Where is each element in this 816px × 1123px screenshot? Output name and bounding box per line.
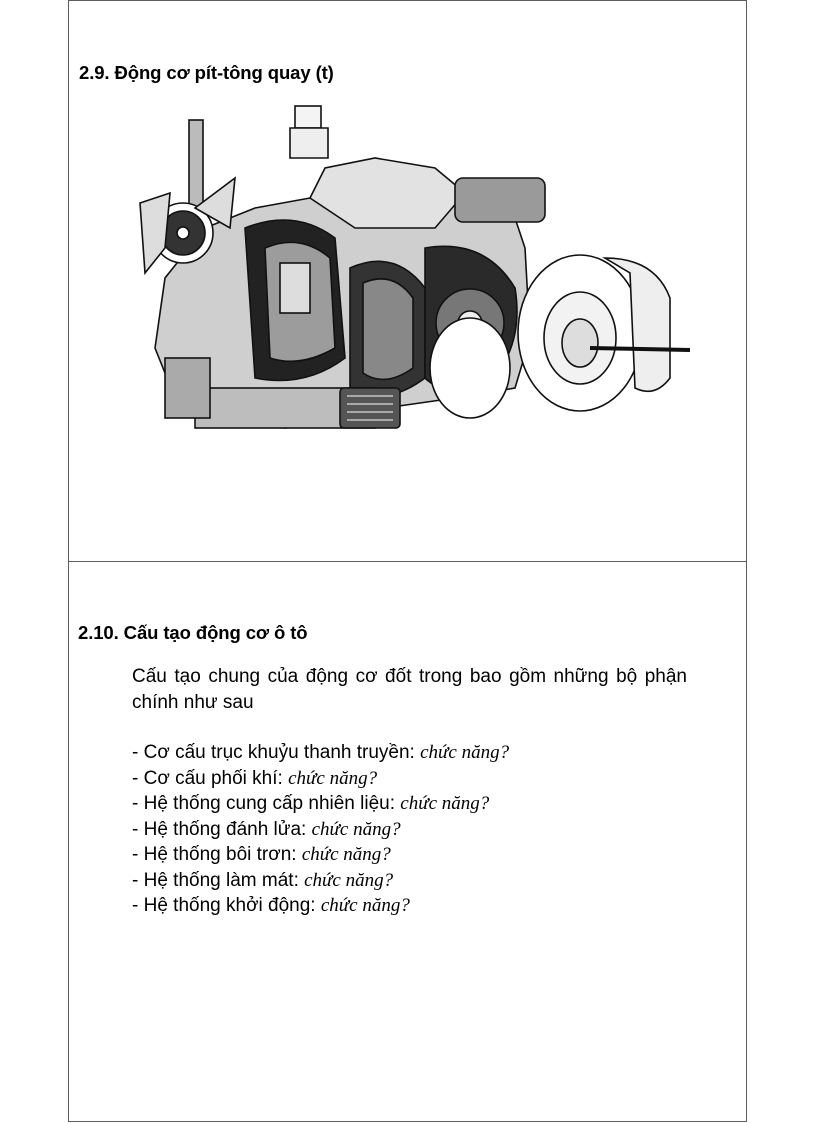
rotary-engine-cutaway-icon (139, 105, 690, 429)
item-label: - Hệ thống bôi trơn: (132, 844, 302, 865)
list-item: - Hệ thống cung cấp nhiên liệu: chức năn… (132, 791, 509, 817)
component-list: - Cơ cấu trục khuỷu thanh truyền: chức n… (132, 740, 509, 919)
list-item: - Hệ thống khởi động: chức năng? (132, 893, 509, 919)
slide-2-10 (68, 561, 747, 1122)
list-item: - Hệ thống bôi trơn: chức năng? (132, 842, 509, 868)
item-note: chức năng? (320, 895, 410, 916)
item-note: chức năng? (301, 844, 391, 865)
item-note: chức năng? (420, 742, 510, 763)
list-item: - Cơ cấu trục khuỷu thanh truyền: chức n… (132, 740, 509, 766)
item-label: - Hệ thống đánh lửa: (132, 818, 312, 840)
list-item: - Hệ thống đánh lửa: chức năng? (132, 817, 509, 843)
intro-paragraph: Cấu tạo chung của động cơ đốt trong bao … (132, 666, 687, 713)
item-label: - Hệ thống cung cấp nhiên liệu: (132, 793, 401, 814)
item-note: chức năng? (304, 869, 394, 891)
list-item: - Cơ cấu phối khí: chức năng? (132, 766, 509, 792)
slide-title-2-10: 2.10. Cấu tạo động cơ ô tô (78, 622, 308, 643)
item-label: - Hệ thống làm mát: (132, 869, 305, 891)
slide-title-2-9: 2.9. Động cơ pít-tông quay (t) (79, 62, 334, 83)
item-label: - Cơ cấu phối khí: (132, 767, 289, 789)
item-note: chức năng? (311, 818, 401, 840)
list-item: - Hệ thống làm mát: chức năng? (132, 868, 509, 894)
item-note: chức năng? (288, 767, 378, 789)
item-label: - Hệ thống khởi động: (132, 895, 321, 916)
item-label: - Cơ cấu trục khuỷu thanh truyền: (132, 742, 421, 763)
item-note: chức năng? (400, 793, 490, 814)
